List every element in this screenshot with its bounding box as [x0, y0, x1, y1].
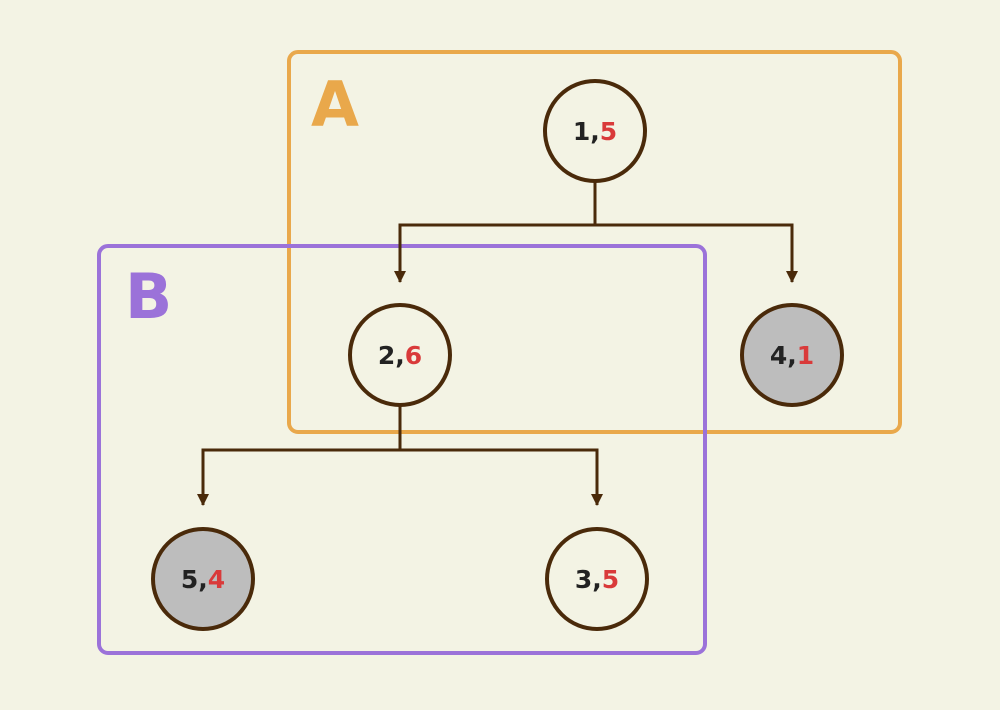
node-circle: [348, 303, 452, 407]
node-label: 4,1: [770, 341, 814, 370]
tree-node-shaded: 4,1: [740, 303, 844, 407]
group-a-box: [287, 50, 902, 434]
node-second-value: 5: [600, 117, 617, 146]
edge-node-2-to-node-3: [400, 448, 603, 506]
group-a-label: A: [311, 68, 359, 141]
node-second-value: 4: [208, 565, 225, 594]
tree-node: 3,5: [545, 527, 649, 631]
node-separator: ,: [592, 565, 602, 594]
edges-from-node-1: [394, 182, 798, 283]
tree-node: 1,5: [543, 79, 647, 183]
edge-node-1-to-node-2: [394, 223, 595, 283]
node-circle: [740, 303, 844, 407]
node-separator: ,: [787, 341, 797, 370]
tree-node-shaded: 5,4: [151, 527, 255, 631]
edges-from-node-2: [197, 406, 603, 506]
node-second-value: 1: [797, 341, 814, 370]
edge-node-2-to-node-5: [197, 448, 400, 506]
node-circle: [545, 527, 649, 631]
node-separator: ,: [395, 341, 405, 370]
tree-node: 2,6: [348, 303, 452, 407]
node-first-value: 3: [575, 565, 592, 594]
node-separator: ,: [590, 117, 600, 146]
node-label: 2,6: [378, 341, 422, 370]
node-first-value: 4: [770, 341, 787, 370]
node-first-value: 5: [181, 565, 198, 594]
group-b-box: [97, 244, 707, 655]
node-first-value: 1: [573, 117, 590, 146]
node-second-value: 6: [405, 341, 422, 370]
node-label: 5,4: [181, 565, 225, 594]
node-separator: ,: [198, 565, 208, 594]
node-label: 3,5: [575, 565, 619, 594]
group-b-label: B: [125, 260, 172, 333]
node-circle: [151, 527, 255, 631]
node-first-value: 2: [378, 341, 395, 370]
node-circle: [543, 79, 647, 183]
edge-node-1-to-node-4: [595, 223, 798, 283]
node-second-value: 5: [602, 565, 619, 594]
node-label: 1,5: [573, 117, 617, 146]
